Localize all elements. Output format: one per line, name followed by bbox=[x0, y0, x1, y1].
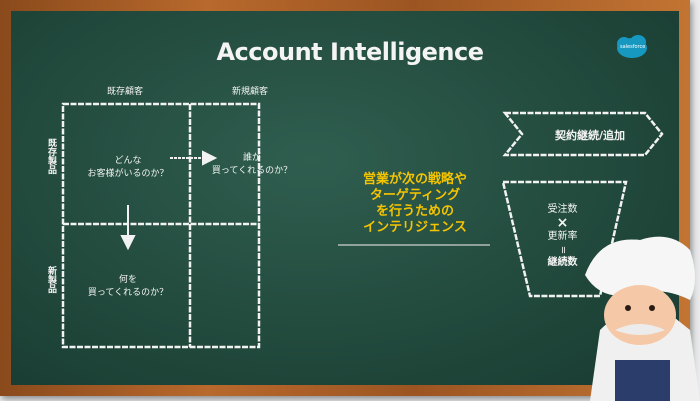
funnel-text: 受注数 × 更新率 = 継続数 bbox=[525, 203, 600, 270]
col-header-new-customers: 新規顧客 bbox=[231, 87, 268, 97]
slide-title: Account Intelligence bbox=[216, 38, 484, 66]
arrow-shape bbox=[502, 111, 664, 157]
cell-line: お客様がいるのか？ bbox=[87, 169, 169, 179]
tagline-line: ターゲティング bbox=[369, 188, 461, 203]
funnel-line: × bbox=[556, 215, 569, 231]
down-arrow-head bbox=[120, 235, 136, 251]
matrix-box bbox=[61, 102, 261, 349]
row-header-new-products: 新製品 bbox=[46, 266, 56, 293]
col-header-existing-customers: 既存顧客 bbox=[106, 87, 143, 97]
cell-top-left: どんな お客様がいるのか？ bbox=[68, 155, 188, 181]
tagline: 営業が次の戦略や ターゲティング を行うための インテリジェンス bbox=[340, 172, 490, 236]
right-arrow-head bbox=[202, 150, 218, 166]
funnel-line: 受注数 bbox=[547, 204, 578, 215]
cell-bottom-left: 何を 買ってくれるのか？ bbox=[68, 274, 188, 300]
salesforce-logo bbox=[617, 35, 647, 58]
tagline-line: インテリジェンス bbox=[363, 220, 467, 235]
funnel-line: 継続数 bbox=[547, 257, 578, 268]
row-header-existing-products: 既存製品 bbox=[46, 138, 56, 174]
cell-line: どんな bbox=[114, 156, 142, 166]
tagline-line: 営業が次の戦略や bbox=[362, 172, 467, 187]
funnel-line: 更新率 bbox=[547, 231, 578, 242]
cell-line: 誰が bbox=[242, 153, 261, 163]
einstein-mascot bbox=[585, 236, 700, 401]
cell-line: 何を bbox=[118, 275, 137, 285]
cell-top-right: 誰が 買ってくれるのか？ bbox=[192, 152, 312, 178]
funnel-shape bbox=[501, 180, 628, 298]
tagline-line: を行うための bbox=[375, 204, 454, 219]
funnel-line: = bbox=[557, 245, 569, 255]
chalkboard bbox=[11, 11, 679, 385]
salesforce-logo-text: salesforce bbox=[620, 44, 646, 50]
cell-line: 買ってくれるのか？ bbox=[211, 166, 293, 176]
cell-line: 買ってくれるのか？ bbox=[87, 288, 169, 298]
arrow-label: 契約継続/追加 bbox=[554, 129, 626, 142]
